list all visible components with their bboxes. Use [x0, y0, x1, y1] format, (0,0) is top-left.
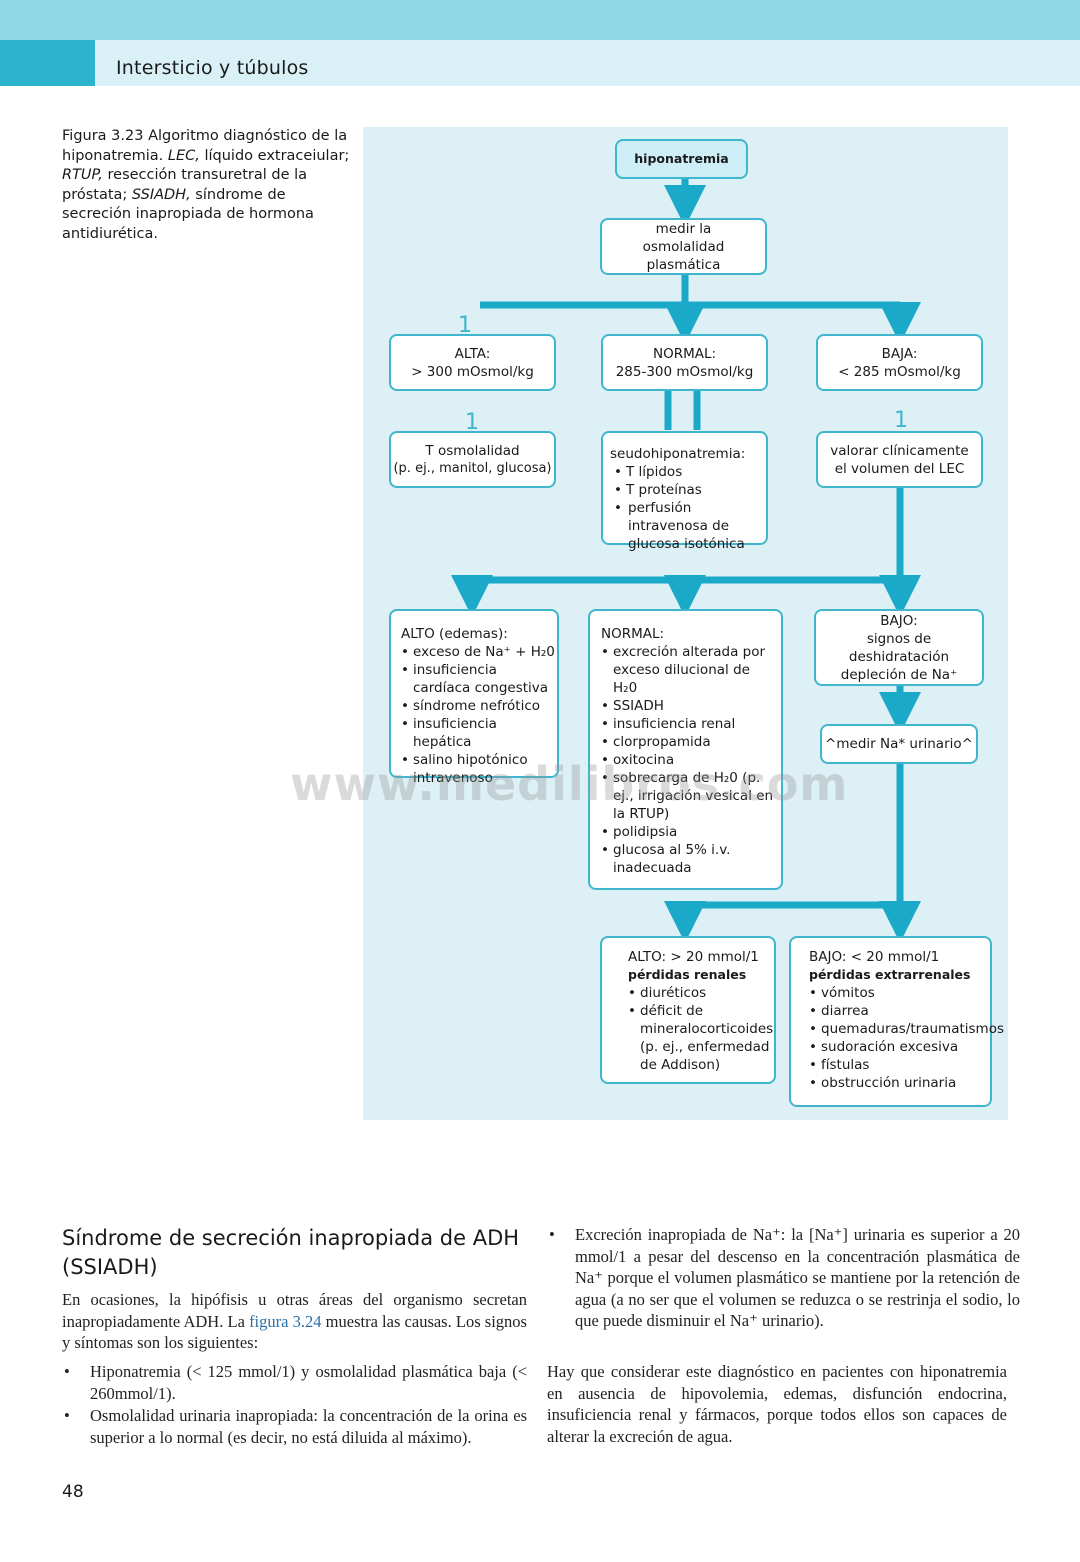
box-measure: medir la osmolalidad plasmática: [600, 218, 767, 275]
box-bajo-volume: BAJO: signos de deshidratación depleción…: [814, 609, 984, 686]
bajo-text: signos de deshidratación depleción de Na…: [840, 630, 958, 683]
caption-label: Figura 3.23: [62, 128, 144, 144]
bajo-urine-list: vómitos diarrea quemaduras/traumatismos …: [809, 984, 1004, 1092]
header-accent-block: [0, 40, 95, 86]
normal-label: NORMAL:: [652, 345, 717, 362]
alto-edemas-item: síndrome nefrótico: [401, 697, 555, 715]
alto-urine-item: déficit de mineralocorticoides (p. ej., …: [628, 1002, 773, 1074]
top-color-band: [0, 0, 1080, 40]
section-title: Intersticio y túbulos: [116, 57, 309, 79]
box-alto-urine: ALTO: > 20 mmol/1 pérdidas renales diuré…: [600, 936, 776, 1084]
bajo-urine-item: obstrucción urinaria: [809, 1074, 988, 1092]
bajo-title: BAJO:: [880, 612, 918, 629]
figure-caption: Figura 3.23 Algoritmo diagnóstico de la …: [62, 127, 352, 244]
baja-value: < 285 mOsmol/kg: [838, 363, 961, 380]
alto-edemas-list: exceso de Na⁺ + H₂0 insuficiencia cardía…: [401, 643, 555, 787]
normal2-item: oxitocina: [601, 751, 777, 769]
abbr-rtup-text: resección transuretral de la próstata;: [62, 167, 308, 203]
alta-value: > 300 mOsmol/kg: [411, 363, 534, 380]
symptom-list-left: Hiponatremia (< 125 mmol/1) y osmolalida…: [62, 1361, 527, 1449]
bajo-urine-title: BAJO: < 20 mmol/1: [809, 949, 940, 965]
measure-label: medir la osmolalidad plasmática: [642, 220, 725, 273]
normal2-item: sobrecarga de H₂0 (p. ej., irrigación ve…: [601, 769, 777, 823]
alto-edemas-item: insuficiencia hepática: [401, 715, 555, 751]
alto-edemas-item: exceso de Na⁺ + H₂0: [401, 643, 555, 661]
normal2-item: polidipsia: [601, 823, 777, 841]
bajo-urine-item: quemaduras/traumatismos: [809, 1020, 1004, 1038]
t-osm-line1: T osmolalidad: [425, 442, 520, 459]
symptom-item: Osmolalidad urinaria inapropiada: la con…: [62, 1405, 527, 1448]
alto-edemas-title: ALTO (edemas):: [401, 626, 508, 642]
bajo-urine-sub: pérdidas extrarrenales: [809, 967, 971, 982]
t-osm-line2: (p. ej., manitol, glucosa): [393, 460, 552, 476]
intro-text-b: muestra las causas. Los signos y síntoma…: [62, 1311, 527, 1353]
closing-paragraph: Hay que considerar este diagnóstico en p…: [547, 1362, 1007, 1446]
start-label: hiponatremia: [634, 151, 729, 166]
bajo-urine-item: vómitos: [809, 984, 988, 1002]
box-baja: BAJA: < 285 mOsmol/kg: [816, 334, 983, 391]
normal2-title: NORMAL:: [601, 626, 665, 642]
symptom-item: Hiponatremia (< 125 mmol/1) y osmolalida…: [62, 1361, 527, 1404]
normal2-list: excreción alterada por exceso dilucional…: [601, 643, 777, 877]
flow-mark-alta: 1: [458, 313, 472, 338]
abbr-lec-text: líquido extraceiular;: [204, 147, 350, 164]
symptom-item: Excreción inapropiada de Na⁺: la [Na⁺] u…: [547, 1224, 1020, 1332]
box-medir-na: ^medir Na* urinario^: [820, 724, 978, 764]
abbr-ssiadh-text: síndrome de secreción inapropiada de hor…: [62, 186, 314, 242]
pseudo-title: seudohiponatremia:: [610, 446, 746, 462]
bajo-urine-item: diarrea: [809, 1002, 988, 1020]
flow-mark-valorar: 1: [894, 408, 908, 433]
symptom-list-right: Excreción inapropiada de Na⁺: la [Na⁺] u…: [547, 1224, 1020, 1333]
caption-text: Algoritmo diagnóstico de la hiponatremia…: [62, 128, 348, 164]
alto-urine-title: ALTO: > 20 mmol/1: [628, 949, 759, 965]
normal2-item: excreción alterada por exceso dilucional…: [601, 643, 777, 697]
pseudo-list: T lípidos T proteínas perfusión intraven…: [614, 463, 762, 553]
intro-paragraph: En ocasiones, la hipófisis u otras áreas…: [62, 1289, 527, 1354]
bajo-urine-item: fístulas: [809, 1056, 988, 1074]
watermark: www.medilibros.com: [290, 757, 849, 811]
normal-value: 285-300 mOsmol/kg: [615, 363, 754, 380]
box-t-osmolality: T osmolalidad (p. ej., manitol, glucosa): [389, 431, 556, 488]
box-alto-edemas: ALTO (edemas): exceso de Na⁺ + H₂0 insuf…: [389, 609, 559, 786]
alto-urine-sub: pérdidas renales: [628, 967, 747, 982]
box-bajo-urine: BAJO: < 20 mmol/1 pérdidas extrarrenales…: [789, 936, 1004, 1107]
normal2-item: clorpropamida: [601, 733, 777, 751]
medir-na-label: ^medir Na* urinario^: [825, 736, 973, 752]
abbr-rtup: RTUP,: [62, 167, 103, 183]
box-normal: NORMAL: 285-300 mOsmol/kg: [601, 334, 768, 391]
alto-edemas-item: salino hipotónico intravenoso: [401, 751, 555, 787]
figure-link[interactable]: figura 3.24: [249, 1311, 322, 1331]
normal2-item: glucosa al 5% i.v. inadecuada: [601, 841, 777, 877]
box-alta: ALTA: > 300 mOsmol/kg: [389, 334, 556, 391]
pseudo-item: T lípidos: [614, 463, 762, 481]
alto-urine-list: diuréticos déficit de mineralocorticoide…: [628, 984, 773, 1074]
alto-edemas-item: insuficiencia cardíaca congestiva: [401, 661, 555, 697]
normal2-item: SSIADH: [601, 697, 777, 715]
box-normal-volume: NORMAL: excreción alterada por exceso di…: [588, 609, 783, 890]
flow-mark-tosm: 1: [465, 410, 479, 435]
valorar-label: valorar clínicamente el volumen del LEC: [830, 442, 969, 477]
section-heading: Síndrome de secreción inapropiada de ADH…: [62, 1226, 520, 1279]
alta-label: ALTA:: [454, 345, 491, 362]
pseudo-item: perfusión intravenosa de glucosa isotóni…: [614, 499, 762, 553]
abbr-lec: LEC,: [167, 147, 200, 164]
header-band: [0, 40, 1080, 86]
box-valorar: valorar clínicamente el volumen del LEC: [816, 431, 983, 488]
normal2-item: insuficiencia renal: [601, 715, 777, 733]
abbr-ssiadh: SSIADH,: [131, 186, 191, 203]
bajo-urine-item: sudoración excesiva: [809, 1038, 988, 1056]
box-start: hiponatremia: [615, 139, 748, 179]
alto-urine-item: diuréticos: [628, 984, 772, 1002]
pseudo-item: T proteínas: [614, 481, 762, 499]
box-pseudohyponatremia: seudohiponatremia: T lípidos T proteínas…: [601, 431, 768, 552]
baja-label: BAJA:: [881, 345, 918, 362]
intro-text-a: En ocasiones, la hipófisis u otras áreas…: [62, 1290, 527, 1331]
page-number: 48: [62, 1482, 84, 1502]
